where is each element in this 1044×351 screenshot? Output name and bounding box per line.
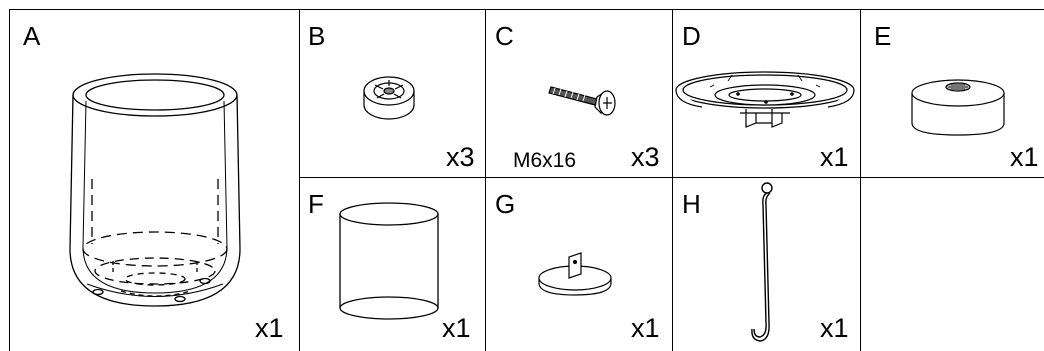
empty-cell xyxy=(860,177,1044,351)
part-qty-d: x1 xyxy=(820,142,849,172)
part-letter-e: E xyxy=(874,21,892,51)
part-qty-a: x1 xyxy=(255,313,284,343)
part-cell-d: D x1 xyxy=(672,9,860,177)
glass-cylinder-illustration xyxy=(339,202,439,320)
part-letter-g: G xyxy=(495,189,516,219)
part-qty-f: x1 xyxy=(442,313,471,343)
part-cell-f: F x1 xyxy=(299,177,485,351)
part-qty-c: x3 xyxy=(631,142,660,172)
part-qty-e: x1 xyxy=(1010,142,1039,172)
grid-line xyxy=(672,9,673,351)
part-cell-a: A x1 xyxy=(9,9,299,351)
hook-rod-illustration xyxy=(751,182,773,342)
part-letter-c: C xyxy=(495,21,514,51)
part-letter-a: A xyxy=(23,21,41,51)
canister-illustration xyxy=(69,73,241,307)
part-qty-g: x1 xyxy=(631,313,660,343)
part-cell-g: G x1 xyxy=(485,177,672,351)
snuffer-disc-illustration xyxy=(538,252,612,296)
grid-line xyxy=(9,9,10,351)
grid-line xyxy=(9,9,1044,10)
burner-can-illustration xyxy=(911,79,1005,136)
part-cell-e: E x1 xyxy=(860,9,1044,177)
part-letter-b: B xyxy=(308,21,326,51)
part-qty-h: x1 xyxy=(820,313,849,343)
part-letter-d: D xyxy=(682,21,701,51)
part-cell-c: C M6x16 x3 xyxy=(485,9,672,177)
part-letter-h: H xyxy=(682,189,701,219)
caster-wheel-illustration xyxy=(363,76,415,120)
part-letter-f: F xyxy=(308,189,324,219)
part-cell-b: B x3 xyxy=(299,9,485,177)
part-cell-h: H x1 xyxy=(672,177,860,351)
base-plate-illustration xyxy=(675,71,855,128)
part-spec-c: M6x16 xyxy=(513,149,577,172)
grid-line xyxy=(485,9,486,351)
screw-illustration xyxy=(548,86,616,116)
grid-line xyxy=(299,9,300,351)
grid-line xyxy=(860,9,861,351)
grid-line xyxy=(299,177,1044,178)
part-qty-b: x3 xyxy=(446,142,475,172)
